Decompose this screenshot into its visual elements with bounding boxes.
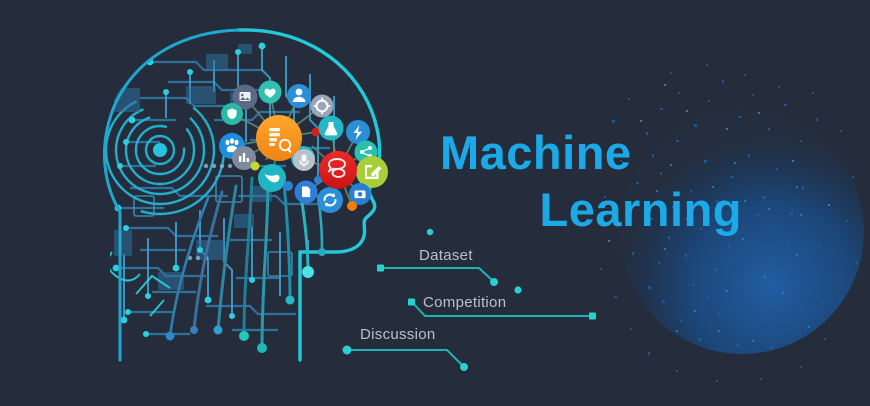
stem-nodes [165,248,326,353]
chat-hub-cluster [293,115,388,213]
connector-dot-extra-2 [426,228,434,236]
chat-hub [319,151,357,189]
neural-stems [168,176,324,350]
accent-dot-blue-2 [314,176,322,184]
flask-icon [318,115,344,141]
heart-icon [258,80,282,104]
microphone-icon [293,149,315,171]
database-icon [269,128,292,153]
gear-icon [310,94,334,118]
connector-dot-competition-end [589,312,596,320]
particle-sphere [600,64,864,382]
connector-dot-dataset-end [490,278,498,286]
head-profile-outline [236,28,382,362]
circuit-board [99,42,335,337]
edit-icon [356,156,388,188]
connector-dot-dataset-start [377,264,384,272]
chart-icon [232,146,256,170]
database-hub-cluster [219,80,334,192]
database-hub [256,115,302,161]
document-icon [294,180,318,204]
refresh-icon [317,187,343,213]
connector-dot-discussion-start [342,345,352,355]
caption-connectors [342,228,596,371]
accent-dot-lime [250,161,260,171]
user-icon [287,84,311,108]
connector-dot-competition-start [408,298,415,306]
camera-icon [349,183,371,205]
accent-dot-orange [347,201,357,211]
head-back-outline [102,28,240,362]
connector-dot-extra [514,286,522,294]
connector-dot-discussion-end [460,363,468,371]
caption-competition: Competition [423,294,507,311]
accent-dot-blue [283,181,293,191]
accent-dot-red [311,127,321,137]
caption-discussion: Discussion [360,326,436,343]
caption-dataset: Dataset [419,247,473,264]
bird-icon [258,164,286,192]
image-icon [232,84,258,110]
shield-icon [221,103,243,125]
chat-bubble-icon [327,158,346,178]
bolt-icon [346,120,370,144]
